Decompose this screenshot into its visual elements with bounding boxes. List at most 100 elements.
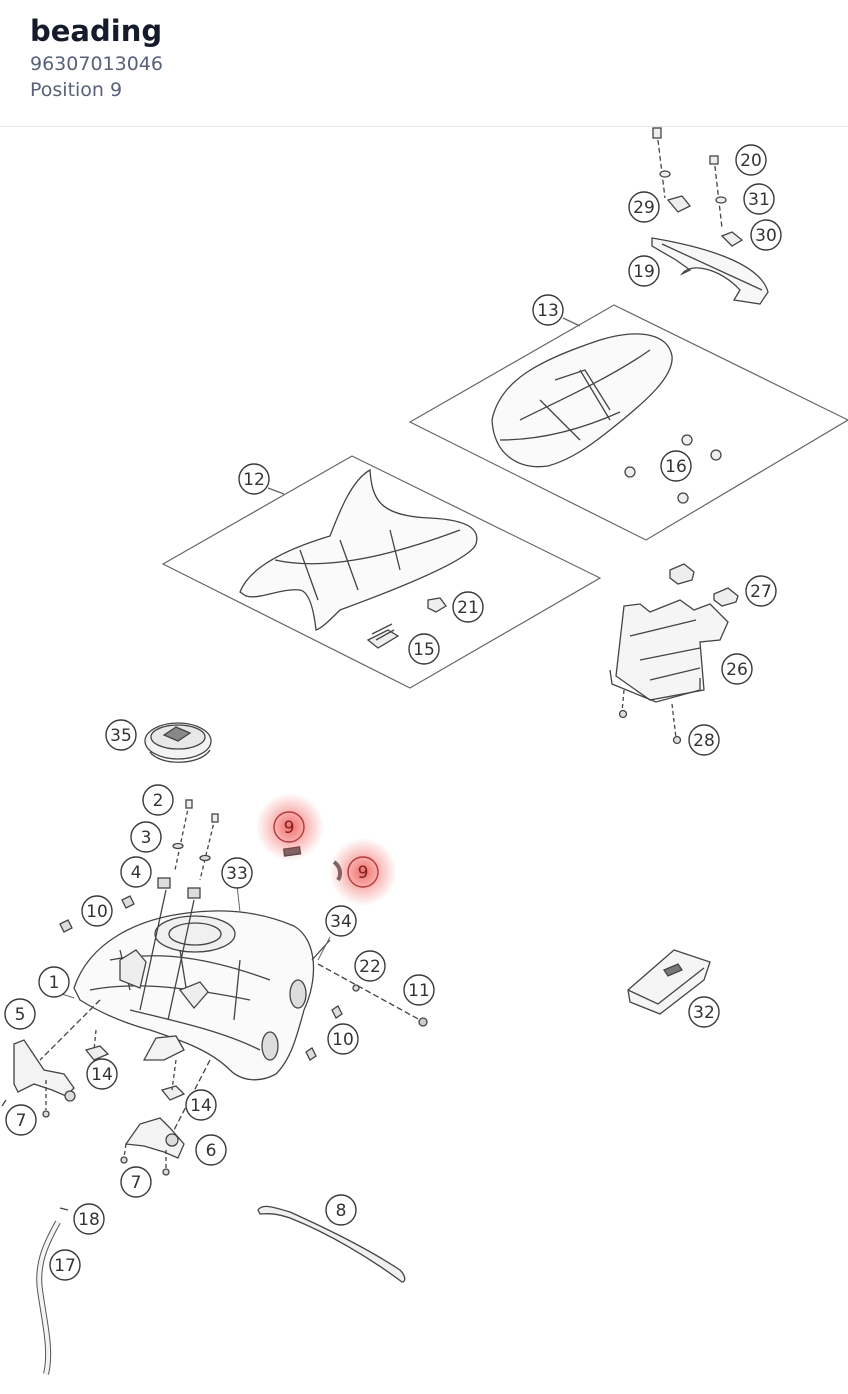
callout-29: 29 bbox=[628, 191, 660, 223]
callout-3: 3 bbox=[130, 821, 162, 853]
fuel-tank-drawing bbox=[73, 910, 315, 1081]
callout-9: 9 bbox=[273, 811, 305, 843]
callout-21: 21 bbox=[452, 591, 484, 623]
callout-number: 3 bbox=[141, 828, 152, 848]
callout-circle bbox=[105, 719, 137, 751]
callout-number: 16 bbox=[665, 457, 687, 477]
callout-7: 7 bbox=[120, 1166, 152, 1198]
callout-circle bbox=[120, 856, 152, 888]
callout-number: 13 bbox=[537, 301, 559, 321]
callout-number: 12 bbox=[243, 470, 265, 490]
callout-number: 29 bbox=[633, 198, 655, 218]
callout-15: 15 bbox=[408, 633, 440, 665]
callout-number: 32 bbox=[693, 1003, 715, 1023]
callout-10: 10 bbox=[327, 1023, 359, 1055]
callout-circle bbox=[721, 653, 753, 685]
callout-circle bbox=[452, 591, 484, 623]
callout-27: 27 bbox=[745, 575, 777, 607]
grab-handle-drawing bbox=[651, 127, 769, 305]
callout-circle bbox=[38, 966, 70, 998]
part-name: beading bbox=[30, 14, 163, 48]
callout-circle bbox=[81, 895, 113, 927]
callout-circle bbox=[354, 950, 386, 982]
callout-number: 20 bbox=[740, 151, 762, 171]
edge-strip-drawing bbox=[257, 1205, 406, 1283]
callout-number: 28 bbox=[693, 731, 715, 751]
callout-circle bbox=[142, 784, 174, 816]
callout-7: 7 bbox=[5, 1104, 37, 1136]
callout-circle bbox=[628, 255, 660, 287]
callout-circle bbox=[120, 1166, 152, 1198]
callout-number: 21 bbox=[457, 598, 479, 618]
tool-pouch-drawing bbox=[627, 949, 711, 1015]
callout-circle bbox=[688, 996, 720, 1028]
callout-number: 9 bbox=[284, 818, 295, 838]
callout-number: 19 bbox=[633, 262, 655, 282]
position-label: Position 9 bbox=[30, 79, 123, 101]
passenger-seat-drawing bbox=[408, 304, 848, 541]
rider-seat-drawing bbox=[161, 455, 602, 689]
callout-5: 5 bbox=[4, 998, 36, 1030]
callout-circle bbox=[325, 1194, 357, 1226]
part-number: 96307013046 bbox=[30, 53, 163, 75]
callout-number: 35 bbox=[110, 726, 132, 746]
callout-number: 14 bbox=[91, 1065, 113, 1085]
callout-30: 30 bbox=[750, 219, 782, 251]
callout-circle bbox=[347, 856, 379, 888]
callout-13: 13 bbox=[532, 294, 564, 326]
callout-circle bbox=[273, 811, 305, 843]
drain-hose-drawing bbox=[36, 1207, 69, 1375]
callout-number: 7 bbox=[16, 1111, 27, 1131]
callout-circle bbox=[743, 183, 775, 215]
callout-6: 6 bbox=[195, 1134, 227, 1166]
mount-brackets-drawing bbox=[1, 999, 211, 1176]
callout-17: 17 bbox=[49, 1249, 81, 1281]
callout-28: 28 bbox=[688, 724, 720, 756]
callout-number: 9 bbox=[358, 863, 369, 883]
callout-14: 14 bbox=[86, 1058, 118, 1090]
callout-circle bbox=[750, 219, 782, 251]
callout-number: 7 bbox=[131, 1173, 142, 1193]
callout-number: 30 bbox=[755, 226, 777, 246]
callout-19: 19 bbox=[628, 255, 660, 287]
callout-14: 14 bbox=[185, 1089, 217, 1121]
callout-circle bbox=[660, 450, 692, 482]
callout-number: 22 bbox=[359, 957, 381, 977]
callout-number: 18 bbox=[78, 1210, 100, 1230]
callout-circle bbox=[195, 1134, 227, 1166]
callout-circle bbox=[325, 905, 357, 937]
callout-31: 31 bbox=[743, 183, 775, 215]
callout-circle bbox=[185, 1089, 217, 1121]
callout-10: 10 bbox=[81, 895, 113, 927]
callout-2: 2 bbox=[142, 784, 174, 816]
callout-number: 26 bbox=[726, 660, 748, 680]
callout-20: 20 bbox=[735, 144, 767, 176]
callout-number: 2 bbox=[153, 791, 164, 811]
part-header: beading 96307013046 Position 9 bbox=[0, 0, 848, 127]
callout-22: 22 bbox=[354, 950, 386, 982]
callout-number: 1 bbox=[49, 973, 60, 993]
callout-11: 11 bbox=[403, 974, 435, 1006]
highlight-glows bbox=[256, 793, 397, 906]
callout-circle bbox=[688, 724, 720, 756]
callout-16: 16 bbox=[660, 450, 692, 482]
callout-number: 6 bbox=[206, 1141, 217, 1161]
callout-number: 14 bbox=[190, 1096, 212, 1116]
callout-number: 11 bbox=[408, 981, 430, 1001]
callout-circle bbox=[73, 1203, 105, 1235]
callout-26: 26 bbox=[721, 653, 753, 685]
callout-number: 15 bbox=[413, 640, 435, 660]
callout-circle bbox=[327, 1023, 359, 1055]
callout-18: 18 bbox=[73, 1203, 105, 1235]
callout-number: 8 bbox=[336, 1201, 347, 1221]
callout-number: 10 bbox=[86, 902, 108, 922]
callout-33: 33 bbox=[221, 857, 253, 889]
callout-circle bbox=[5, 1104, 37, 1136]
callout-32: 32 bbox=[688, 996, 720, 1028]
callout-4: 4 bbox=[120, 856, 152, 888]
callout-number: 17 bbox=[54, 1256, 76, 1276]
callout-circle bbox=[4, 998, 36, 1030]
tank-hardware-drawing bbox=[59, 799, 428, 1061]
